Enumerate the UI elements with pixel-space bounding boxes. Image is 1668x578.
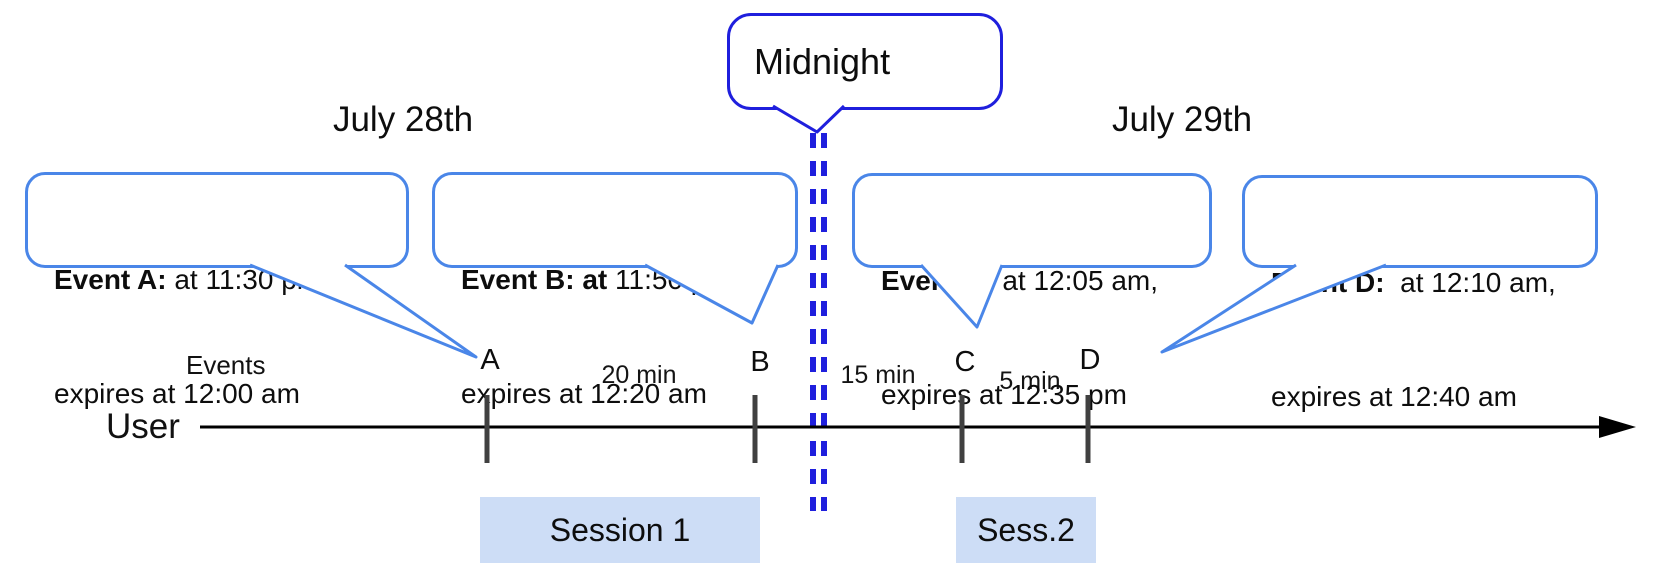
event-a-line1: Event A: at 11:30 pm, (54, 261, 400, 299)
event-b-title: Event B: at (461, 264, 608, 295)
event-d-time: at 12:10 am, (1384, 267, 1556, 298)
session-2-label: Sess.2 (977, 511, 1075, 548)
event-c-line2: expires at 12:35 pm (881, 379, 1127, 410)
tick-label-a: A (480, 344, 500, 376)
session-1-label: Session 1 (549, 511, 691, 548)
event-c-callout: Event C: at 12:05 am, expires at 12:35 p… (852, 173, 1212, 410)
event-b-line2: expires at 12:20 am (461, 378, 707, 409)
event-c-line1: Event C: at 12:05 am, (881, 262, 1203, 300)
event-b-time: 11:50 pm, (607, 264, 738, 295)
interval-label-15min: 15 min (840, 361, 916, 389)
midnight-callout: Midnight (727, 13, 1003, 110)
interval-label-20min: 20 min (601, 361, 677, 389)
tick-label-c: C (954, 346, 976, 378)
event-c-time: at 12:05 am, (994, 265, 1159, 296)
event-a-callout: Event A: at 11:30 pm, expires at 12:00 a… (25, 172, 409, 409)
session-1-box: Session 1 (480, 497, 760, 563)
session-2-box: Sess.2 (956, 497, 1096, 563)
event-b-line1: Event B: at 11:50 pm, (461, 261, 789, 299)
event-d-callout: Event D: at 12:10 am, expires at 12:40 a… (1242, 175, 1598, 412)
date-label-july-28: July 28th (332, 100, 474, 139)
event-a-title: Event A: (54, 264, 167, 295)
event-d-line1: Event D: at 12:10 am, (1271, 264, 1589, 302)
event-a-time: at 11:30 pm, (166, 264, 328, 295)
interval-label-5min: 5 min (999, 367, 1061, 395)
user-axis-label: User (106, 407, 180, 446)
event-a-line2: expires at 12:00 am (54, 378, 300, 409)
event-c-title: Event C: (881, 265, 995, 296)
event-d-line2: expires at 12:40 am (1271, 381, 1517, 412)
timeline-arrowhead-icon (1599, 416, 1636, 438)
event-d-title: Event D: (1271, 267, 1385, 298)
event-b-callout: Event B: at 11:50 pm, expires at 12:20 a… (432, 172, 798, 409)
tick-label-d: D (1079, 344, 1101, 376)
midnight-label: Midnight (754, 40, 891, 82)
tick-label-b: B (750, 346, 770, 378)
date-label-july-29: July 29th (1111, 100, 1253, 139)
